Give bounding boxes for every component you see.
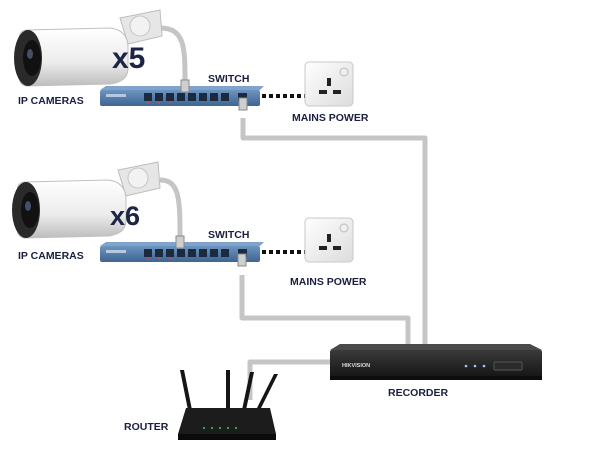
router-icon bbox=[178, 370, 278, 440]
socket-icon bbox=[304, 61, 354, 107]
switch-icon bbox=[100, 235, 264, 267]
recorder-label: RECORDER bbox=[388, 387, 449, 399]
camera-count-1: x5 bbox=[112, 42, 145, 75]
switch-label-2: SWITCH bbox=[208, 229, 249, 241]
router-cable bbox=[247, 359, 340, 400]
camera-icon bbox=[14, 9, 163, 87]
uplink-cable-2 bbox=[239, 275, 411, 345]
camera-cable-2 bbox=[159, 177, 183, 241]
router-label: ROUTER bbox=[124, 421, 169, 433]
switch-icon bbox=[100, 79, 264, 111]
recorder-brand: HIKVISION bbox=[342, 363, 370, 369]
power-cord-group bbox=[262, 94, 305, 254]
camera-icon bbox=[12, 161, 161, 239]
camera-cable-1 bbox=[159, 25, 188, 83]
camera-count-2: x6 bbox=[110, 201, 140, 231]
switch-label-1: SWITCH bbox=[208, 73, 249, 85]
power-label-2: MAINS POWER bbox=[290, 276, 367, 288]
socket-icon bbox=[304, 217, 354, 263]
camera-label-2: IP CAMERAS bbox=[18, 250, 84, 262]
recorder-icon: HIKVISION bbox=[330, 344, 542, 380]
power-label-1: MAINS POWER bbox=[292, 112, 369, 124]
camera-label-1: IP CAMERAS bbox=[18, 95, 84, 107]
uplink-cable-1 bbox=[240, 118, 428, 345]
cable-group bbox=[159, 25, 428, 400]
